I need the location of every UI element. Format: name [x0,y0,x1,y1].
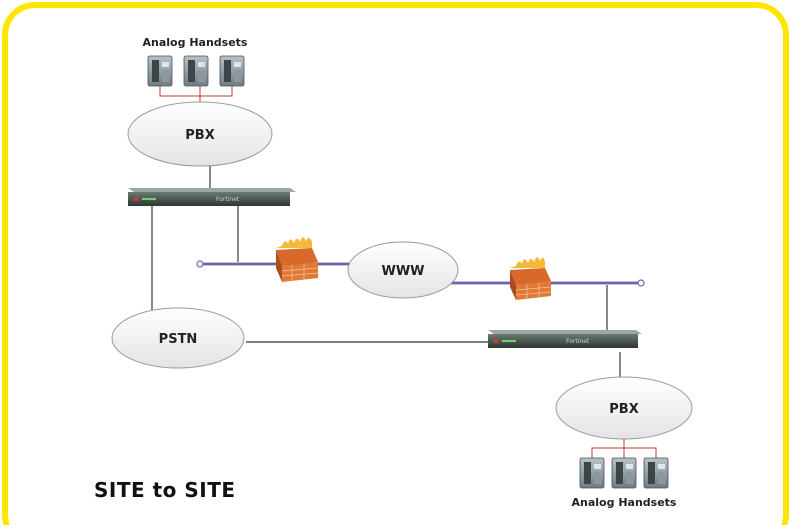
phone-icon [643,457,669,489]
firewall-icon [276,237,319,282]
phone-icon [579,457,605,489]
www-cloud-node: WWW [347,241,459,299]
firewall-icon [510,257,552,300]
voip-gateway-icon: Fortinet [488,330,642,348]
pbx-bottom-label: PBX [609,402,638,417]
handsets-bottom-label: Analog Handsets [572,496,677,509]
pbx-top-node: PBX [127,101,273,167]
phone-icon [147,55,173,87]
gateway-top-brand: Fortinet [216,196,240,203]
links [151,165,621,378]
handsets-bottom-group: Analog Handsets [572,439,677,509]
phone-icon [611,457,637,489]
www-label: WWW [381,264,424,279]
pbx-top-label: PBX [185,128,214,143]
handsets-top-group: Analog Handsets [143,36,248,104]
gateway-bottom-brand: Fortinet [566,338,590,345]
phone-icon [219,55,245,87]
pstn-node: PSTN [111,307,245,369]
lan-terminator-right [637,279,645,287]
diagram-title: SITE to SITE [94,478,236,502]
pstn-label: PSTN [159,332,198,347]
pbx-bottom-node: PBX [555,376,693,440]
lan-terminator-left [196,260,204,268]
phone-icon [183,55,209,87]
handsets-top-label: Analog Handsets [143,36,248,49]
voip-gateway-icon: Fortinet [128,188,296,206]
